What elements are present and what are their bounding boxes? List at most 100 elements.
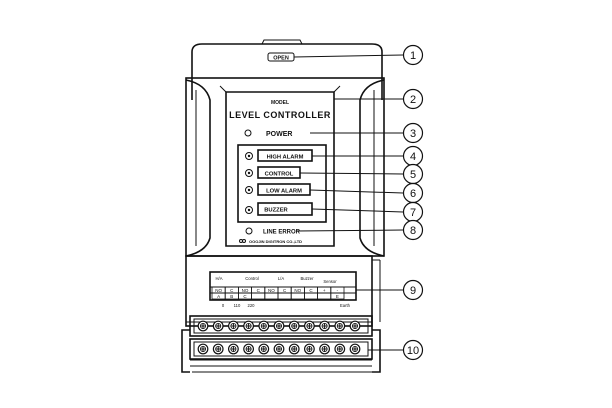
screw-terminal-icon[interactable]	[197, 320, 209, 332]
terminal-bottom-label: E	[336, 294, 339, 299]
terminal-cell-bottom	[264, 292, 279, 300]
group-label-la: L/A	[278, 276, 284, 281]
terminal-top-label: C	[283, 288, 287, 293]
callout-leaders	[293, 54, 404, 351]
power-led	[244, 129, 252, 137]
screw-terminal-icon[interactable]	[349, 343, 361, 355]
group-label-ha: H/A	[216, 276, 223, 281]
screw-terminal-icon[interactable]	[334, 343, 346, 355]
callout-3: 3	[402, 122, 424, 144]
line-error-label: LINE ERROR	[263, 230, 301, 236]
front-panel: MODEL LEVEL CONTROLLER POWER HIGH ALARM …	[229, 100, 331, 244]
terminal-cell-bottom	[277, 292, 292, 300]
screw-terminal-icon[interactable]	[349, 320, 361, 332]
group-label-sensor: Sensor	[323, 279, 337, 284]
left-bracket	[181, 329, 190, 373]
screw-row-lower	[197, 343, 361, 355]
terminal-top-label: NO	[242, 288, 249, 293]
open-tab[interactable]: OPEN	[267, 52, 295, 62]
callout-10: 10	[402, 339, 424, 361]
group-label-control: Control	[245, 276, 259, 281]
screw-terminal-icon[interactable]	[304, 320, 315, 332]
alarm-row-low: LOW ALARM	[245, 183, 311, 196]
control-label: CONTROL	[265, 172, 294, 178]
callout-markers: 1 2 3 4 5 6 7 8 9 10	[402, 44, 424, 361]
screw-terminal-icon[interactable]	[273, 343, 285, 355]
screw-terminal-icon[interactable]	[258, 320, 270, 332]
screw-terminal-icon[interactable]	[227, 343, 239, 355]
alarm-row-buzzer: BUZZER	[245, 202, 313, 216]
callout-number: 8	[410, 225, 416, 237]
screw-terminal-icon[interactable]	[288, 320, 300, 332]
terminal-top-label: NO	[294, 288, 301, 293]
screw-terminal-icon[interactable]	[334, 320, 346, 332]
right-bracket	[372, 329, 381, 373]
screw-terminal-icon[interactable]	[212, 343, 224, 355]
screw-terminal-icon[interactable]	[258, 343, 270, 355]
callout-number: 9	[410, 285, 416, 297]
label-box	[257, 183, 311, 196]
callout-number: 10	[407, 345, 419, 357]
terminal-bottom-label: C	[243, 294, 247, 299]
screw-terminal-icon[interactable]	[319, 320, 331, 332]
screw-terminal-block-lower	[189, 338, 373, 360]
callout-6: 6	[402, 182, 424, 204]
device-title: LEVEL CONTROLLER	[229, 110, 331, 120]
led-icon	[245, 206, 253, 214]
callout-4: 4	[402, 145, 424, 167]
terminal-cell-bottom	[303, 292, 318, 300]
callout-number: 6	[410, 188, 416, 200]
group-label-buzzer: Buzzer	[300, 276, 314, 281]
alarm-row-high: HIGH ALARM	[245, 149, 313, 162]
callout-number: 4	[410, 151, 416, 163]
terminal-top-label: -	[337, 288, 339, 293]
callout-number: 7	[410, 207, 416, 219]
callout-7: 7	[402, 201, 424, 223]
line-error-led	[245, 227, 253, 235]
terminal-cell-bottom	[330, 292, 345, 300]
callout-number: 2	[410, 94, 416, 106]
callout-number: 5	[410, 169, 416, 181]
callout-2: 2	[402, 88, 424, 110]
screw-terminal-icon[interactable]	[319, 343, 331, 355]
earth-label: Earth	[340, 303, 351, 308]
led-icon	[245, 169, 253, 177]
screw-terminal-icon[interactable]	[212, 320, 224, 332]
alarm-row-control: CONTROL	[245, 166, 301, 179]
callout-number: 3	[410, 128, 416, 140]
terminal-bottom-label: A	[217, 294, 220, 299]
callout-8: 8	[402, 219, 424, 241]
terminal-top-label: C	[230, 288, 234, 293]
screw-terminal-icon[interactable]	[227, 320, 239, 332]
screw-terminal-icon[interactable]	[243, 320, 255, 332]
callout-1: 1	[402, 44, 424, 66]
terminal-top-label: C	[309, 288, 313, 293]
maker-label: OOOJIN DIGITRON CO.,LTD	[249, 239, 302, 244]
screw-terminal-icon[interactable]	[288, 343, 300, 355]
high-alarm-label: HIGH ALARM	[267, 155, 304, 161]
terminal-top-label: +	[323, 288, 326, 293]
low-alarm-label: LOW ALARM	[266, 189, 302, 195]
callout-5: 5	[402, 163, 424, 185]
screw-terminal-icon[interactable]	[304, 343, 315, 355]
voltage-label-220: 220	[248, 303, 256, 308]
screw-terminal-icon[interactable]	[197, 343, 209, 355]
terminal-cell-bottom	[290, 292, 305, 300]
terminal-top-label: NO	[215, 288, 222, 293]
model-label: MODEL	[271, 100, 289, 106]
callout-number: 1	[410, 50, 416, 62]
screw-terminal-block-upper	[189, 315, 373, 337]
led-icon	[245, 152, 253, 160]
led-icon	[245, 186, 253, 194]
buzzer-label: BUZZER	[264, 208, 288, 214]
screw-terminal-icon[interactable]	[243, 343, 255, 355]
voltage-label-110: 110	[234, 303, 241, 308]
label-box	[257, 166, 301, 179]
open-tab-label: OPEN	[273, 56, 289, 62]
terminal-cell-bottom	[317, 292, 332, 300]
screw-terminal-icon[interactable]	[273, 320, 285, 332]
power-label: POWER	[266, 131, 292, 138]
callout-9: 9	[402, 279, 424, 301]
